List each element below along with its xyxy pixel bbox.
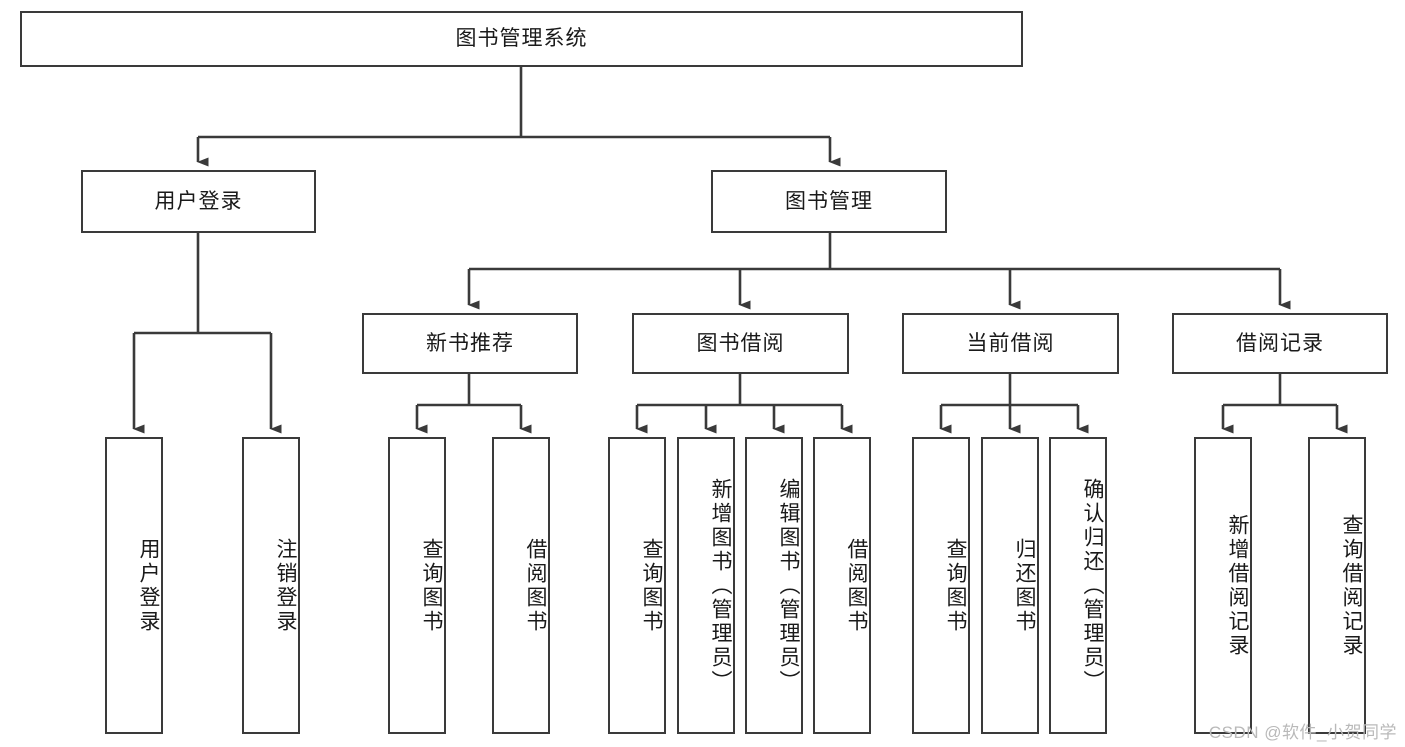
node-borrow-record-label: 借阅记录 [1236,331,1324,355]
node-root[interactable]: 图书管理系统 [20,11,1023,67]
leaf-query-book-newbook[interactable]: 查询图书 [388,437,446,734]
leaf-logout[interactable]: 注销登录 [242,437,300,734]
node-book-management[interactable]: 图书管理 [711,170,947,233]
leaf-borrow-book-borrow-label: 借阅图书 [845,537,868,634]
leaf-logout-label: 注销登录 [274,537,297,634]
node-user-login-label: 用户登录 [154,189,243,213]
leaf-return-book[interactable]: 归还图书 [981,437,1039,734]
leaf-add-book-label: 新增图书（管理员） [709,477,732,694]
node-new-book-recommend[interactable]: 新书推荐 [362,313,578,374]
leaf-add-borrow-record-label: 新增借阅记录 [1226,513,1249,658]
leaf-add-borrow-record[interactable]: 新增借阅记录 [1194,437,1252,734]
watermark: CSDN @软件_小贺同学 [1208,723,1397,742]
leaf-user-login-label: 用户登录 [137,537,160,634]
leaf-query-borrow-record[interactable]: 查询借阅记录 [1308,437,1366,734]
leaf-return-book-label: 归还图书 [1013,537,1036,634]
leaf-borrow-book-newbook[interactable]: 借阅图书 [492,437,550,734]
node-book-borrow[interactable]: 图书借阅 [632,313,849,374]
node-user-login[interactable]: 用户登录 [81,170,316,233]
leaf-edit-book[interactable]: 编辑图书（管理员） [745,437,803,734]
node-new-book-recommend-label: 新书推荐 [426,331,514,355]
leaf-add-book[interactable]: 新增图书（管理员） [677,437,735,734]
leaf-confirm-return-label: 确认归还（管理员） [1081,477,1104,694]
node-current-borrow[interactable]: 当前借阅 [902,313,1119,374]
leaf-confirm-return[interactable]: 确认归还（管理员） [1049,437,1107,734]
leaf-query-book-newbook-label: 查询图书 [420,537,443,634]
leaf-query-book-borrow-label: 查询图书 [640,537,663,634]
leaf-user-login[interactable]: 用户登录 [105,437,163,734]
node-book-borrow-label: 图书借阅 [696,331,785,355]
leaf-query-book-borrow[interactable]: 查询图书 [608,437,666,734]
leaf-edit-book-label: 编辑图书（管理员） [777,477,800,694]
leaf-borrow-book-newbook-label: 借阅图书 [524,537,547,634]
node-borrow-record[interactable]: 借阅记录 [1172,313,1388,374]
node-root-label: 图书管理系统 [455,27,588,51]
node-book-management-label: 图书管理 [785,189,873,213]
leaf-query-book-current-label: 查询图书 [944,537,967,634]
leaf-query-borrow-record-label: 查询借阅记录 [1340,513,1363,658]
leaf-borrow-book-borrow[interactable]: 借阅图书 [813,437,871,734]
leaf-query-book-current[interactable]: 查询图书 [912,437,970,734]
node-current-borrow-label: 当前借阅 [966,331,1055,355]
